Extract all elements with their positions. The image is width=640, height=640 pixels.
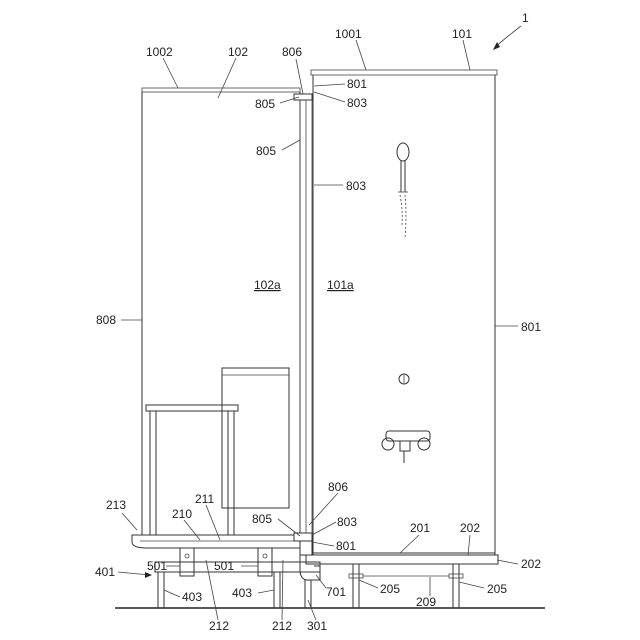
reference-labels: 1 1001 101 1002 102 806 801 805 803 805 … [95,11,541,633]
label-205-right: 205 [487,582,507,596]
label-701: 701 [326,585,346,599]
label-803-bottom: 803 [337,515,357,529]
label-401: 401 [95,565,115,579]
label-803-top: 803 [347,96,367,110]
label-212-left: 212 [209,619,229,633]
label-808: 808 [96,313,116,327]
label-805-top2: 805 [256,144,276,158]
label-805-bottom: 805 [252,512,272,526]
label-211: 211 [195,492,214,506]
label-202-upper: 202 [460,521,480,535]
label-501-left: 501 [147,559,167,573]
label-1002: 1002 [146,45,173,59]
label-102: 102 [228,45,248,59]
label-801-right: 801 [521,320,541,334]
label-212-right: 212 [272,619,292,633]
label-806-top: 806 [282,45,302,59]
label-102a: 102a [254,278,281,292]
label-210: 210 [172,507,192,521]
label-205-left: 205 [380,582,400,596]
label-101a: 101a [327,278,354,292]
label-209: 209 [416,595,436,609]
label-201: 201 [410,521,430,535]
label-801-bottom: 801 [336,539,356,553]
label-101: 101 [452,27,472,41]
label-501-right: 501 [214,559,234,573]
label-805-top1: 805 [255,97,275,111]
label-1: 1 [522,11,529,25]
label-1001: 1001 [335,27,362,41]
label-806-bottom: 806 [328,480,348,494]
label-213: 213 [106,498,126,512]
label-202-right: 202 [521,557,541,571]
label-803-mid: 803 [346,179,366,193]
label-403-left: 403 [182,590,202,604]
label-301: 301 [307,619,327,633]
label-801-top: 801 [347,77,367,91]
partition-wall [294,94,312,555]
label-403-right: 403 [232,586,252,600]
